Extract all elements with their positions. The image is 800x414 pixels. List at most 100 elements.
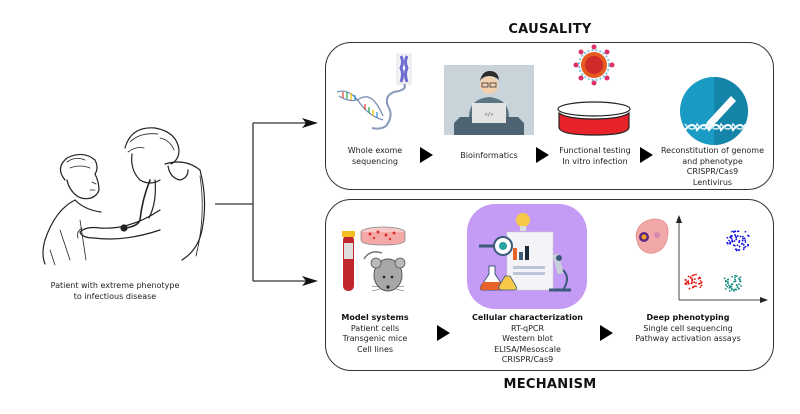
scatter-dot [727, 278, 730, 281]
scatter-dot [738, 239, 741, 242]
scatter-dot [724, 287, 727, 290]
scatter-dot [724, 280, 727, 283]
magnifier-icon [479, 236, 513, 256]
scatter-axes [678, 219, 766, 301]
scatter-dot [693, 281, 696, 284]
scatter-dot [747, 234, 749, 237]
scatter-dot [739, 278, 741, 281]
patient-caption: Patient with extreme phenotype to infect… [20, 281, 210, 302]
scatter-dot [733, 230, 735, 233]
caption-line: sequencing [352, 156, 398, 166]
mechanism-arrow-1 [437, 325, 450, 341]
caption-line: Whole exome [347, 146, 403, 155]
step-model-systems-caption: Model systems Patient cells Transgenic m… [330, 313, 420, 355]
caption-line: CRISPR/Cas9 [501, 355, 554, 364]
scatter-dot [729, 241, 732, 244]
step-bioinformatics-caption: Bioinformatics [444, 151, 534, 162]
scatter-dot [743, 237, 746, 240]
scatter-dot [685, 281, 688, 284]
caption-line: In vitro infection [562, 156, 628, 166]
scatter-dot [738, 283, 740, 286]
scatter-dot [731, 287, 733, 290]
step-deep-phenotyping-caption: Deep phenotyping Single cell sequencing … [628, 313, 748, 345]
scatter-dot [726, 281, 729, 283]
scatter-dot [736, 284, 738, 287]
caption-line: Pathway activation assays [635, 334, 741, 343]
scatter-dot [735, 288, 738, 291]
scatter-dot [692, 285, 695, 288]
scatter-dot [744, 245, 747, 248]
scatter-dot [736, 275, 738, 278]
caption-line: Cell lines [356, 344, 394, 354]
scatter-dot [734, 234, 736, 236]
patient-caption-line-2: to infectious disease [73, 291, 157, 301]
scatter-dot [687, 282, 690, 285]
caption-line: Functional testing [559, 146, 631, 155]
scatter-dot [699, 282, 702, 285]
blood-tube-icon [342, 231, 355, 291]
cell-icon [635, 218, 669, 254]
scatter-dot [689, 276, 692, 279]
scatter-dot [742, 237, 744, 240]
scatter-dot [688, 287, 691, 290]
scatter-dot [730, 235, 732, 238]
doctor-patient-illustration [42, 127, 206, 266]
scatter-dot [735, 249, 738, 252]
flask-icon [479, 265, 518, 291]
patient-caption-line-1: Patient with extreme phenotype [50, 281, 180, 290]
cell-culture-dish-icon [360, 226, 406, 246]
scatter-dot [687, 275, 690, 278]
scatter-dot [693, 278, 696, 281]
causality-arrow-3 [640, 147, 653, 163]
microscope-icon [549, 253, 571, 292]
scatter-dot [731, 230, 733, 233]
scatter-dot [695, 285, 697, 288]
causality-title: CAUSALITY [508, 22, 592, 37]
scatter-dot [691, 278, 694, 280]
scatter-dot [723, 277, 726, 280]
scatter-dot [728, 284, 730, 287]
scatter-dot [733, 240, 736, 242]
dna-chromosome-icon [336, 53, 412, 130]
caption-line: Lentivirus [692, 177, 733, 187]
caption-heading: Cellular characterization [471, 313, 584, 322]
cluster-teal [723, 274, 742, 292]
scatter-dot [697, 277, 700, 280]
scatter-dot [733, 244, 736, 247]
scatter-dot [737, 287, 740, 290]
scatter-dot [730, 237, 733, 240]
scatter-dot [744, 241, 747, 243]
petri-dish-icon [557, 101, 631, 136]
scatter-dot [730, 285, 733, 288]
arrow-to-causality [302, 118, 318, 128]
scatter-dot [693, 273, 695, 276]
step-functional-testing-caption: Functional testing In vitro infection [555, 146, 635, 167]
lab-research-icon [467, 204, 587, 309]
scatter-dot [731, 275, 734, 278]
scatter-dot [729, 286, 731, 289]
mechanism-title: MECHANISM [503, 377, 597, 392]
scatter-dot [726, 241, 729, 244]
scatter-dot [684, 278, 687, 281]
scatter-dot [726, 236, 729, 239]
scatter-dot [684, 282, 687, 285]
caption-heading: Deep phenotyping [646, 313, 730, 322]
scatter-dot [736, 230, 739, 233]
scatter-dot [739, 276, 742, 279]
scatter-dot [741, 239, 744, 242]
scatter-dot [698, 276, 701, 279]
scatter-dot [730, 288, 733, 291]
scatter-dot [734, 280, 737, 283]
mouse-icon [363, 251, 406, 292]
caption-line: Patient cells [350, 323, 400, 333]
caption-line: Western blot [502, 334, 553, 343]
scatter-dot [734, 276, 736, 279]
scatter-dot [740, 284, 742, 287]
scatter-dot [731, 240, 734, 242]
caption-heading: Model systems [341, 313, 409, 322]
step-cellular-characterization-caption: Cellular characterization RT-qPCR Wester… [465, 313, 590, 366]
crispr-pen-icon [680, 77, 748, 145]
cell-scatter-plot-icon [635, 215, 768, 303]
scatter-dot [734, 274, 737, 277]
scatter-dot [744, 230, 747, 233]
